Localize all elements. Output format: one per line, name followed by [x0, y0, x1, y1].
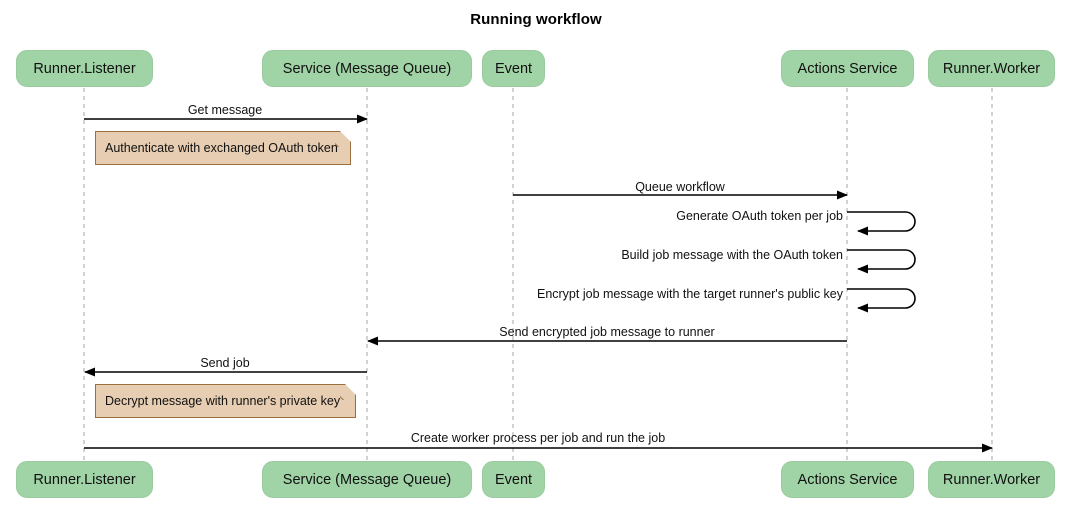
note-fold-edge-icon — [335, 131, 351, 147]
participant-label: Service (Message Queue) — [282, 471, 452, 488]
message-label-encrypt-job-message: Encrypt job message with the target runn… — [536, 287, 843, 301]
participant-runner-listener-bottom[interactable]: Runner.Listener — [16, 461, 153, 498]
participant-label: Runner.Worker — [942, 471, 1041, 488]
participant-label: Actions Service — [797, 60, 898, 77]
message-label-generate-oauth-token: Generate OAuth token per job — [676, 209, 843, 223]
participant-event-bottom[interactable]: Event — [482, 461, 545, 498]
arrow-encrypt-job-message — [847, 288, 916, 313]
participant-service-mq-top[interactable]: Service (Message Queue) — [262, 50, 472, 87]
participant-runner-worker-bottom[interactable]: Runner.Worker — [928, 461, 1055, 498]
participant-label: Runner.Listener — [33, 60, 136, 77]
message-label-send-encrypted-job-message: Send encrypted job message to runner — [499, 325, 715, 339]
participant-label: Service (Message Queue) — [282, 60, 452, 77]
note-fold-edge-icon — [340, 384, 356, 400]
participant-actions-service-bottom[interactable]: Actions Service — [781, 461, 914, 498]
participant-runner-listener-top[interactable]: Runner.Listener — [16, 50, 153, 87]
participant-event-top[interactable]: Event — [482, 50, 545, 87]
arrow-build-job-message — [847, 249, 916, 274]
participant-actions-service-top[interactable]: Actions Service — [781, 50, 914, 87]
message-label-queue-workflow: Queue workflow — [635, 180, 725, 194]
note-decrypt: Decrypt message with runner's private ke… — [95, 384, 356, 418]
page-title: Running workflow — [470, 11, 602, 28]
participant-label: Runner.Worker — [942, 60, 1041, 77]
arrow-generate-oauth-token — [847, 211, 916, 236]
message-label-get-message: Get message — [187, 103, 263, 117]
participant-runner-worker-top[interactable]: Runner.Worker — [928, 50, 1055, 87]
message-label-send-job: Send job — [200, 356, 250, 370]
participant-label: Event — [494, 471, 533, 488]
participant-label: Actions Service — [797, 471, 898, 488]
message-label-create-worker-process: Create worker process per job and run th… — [410, 431, 666, 445]
note-text: Decrypt message with runner's private ke… — [105, 394, 341, 408]
participant-label: Event — [494, 60, 533, 77]
note-text: Authenticate with exchanged OAuth token — [105, 141, 338, 155]
note-authenticate: Authenticate with exchanged OAuth token — [95, 131, 351, 165]
participant-label: Runner.Listener — [33, 471, 136, 488]
message-label-build-job-message: Build job message with the OAuth token — [621, 248, 843, 262]
participant-service-mq-bottom[interactable]: Service (Message Queue) — [262, 461, 472, 498]
